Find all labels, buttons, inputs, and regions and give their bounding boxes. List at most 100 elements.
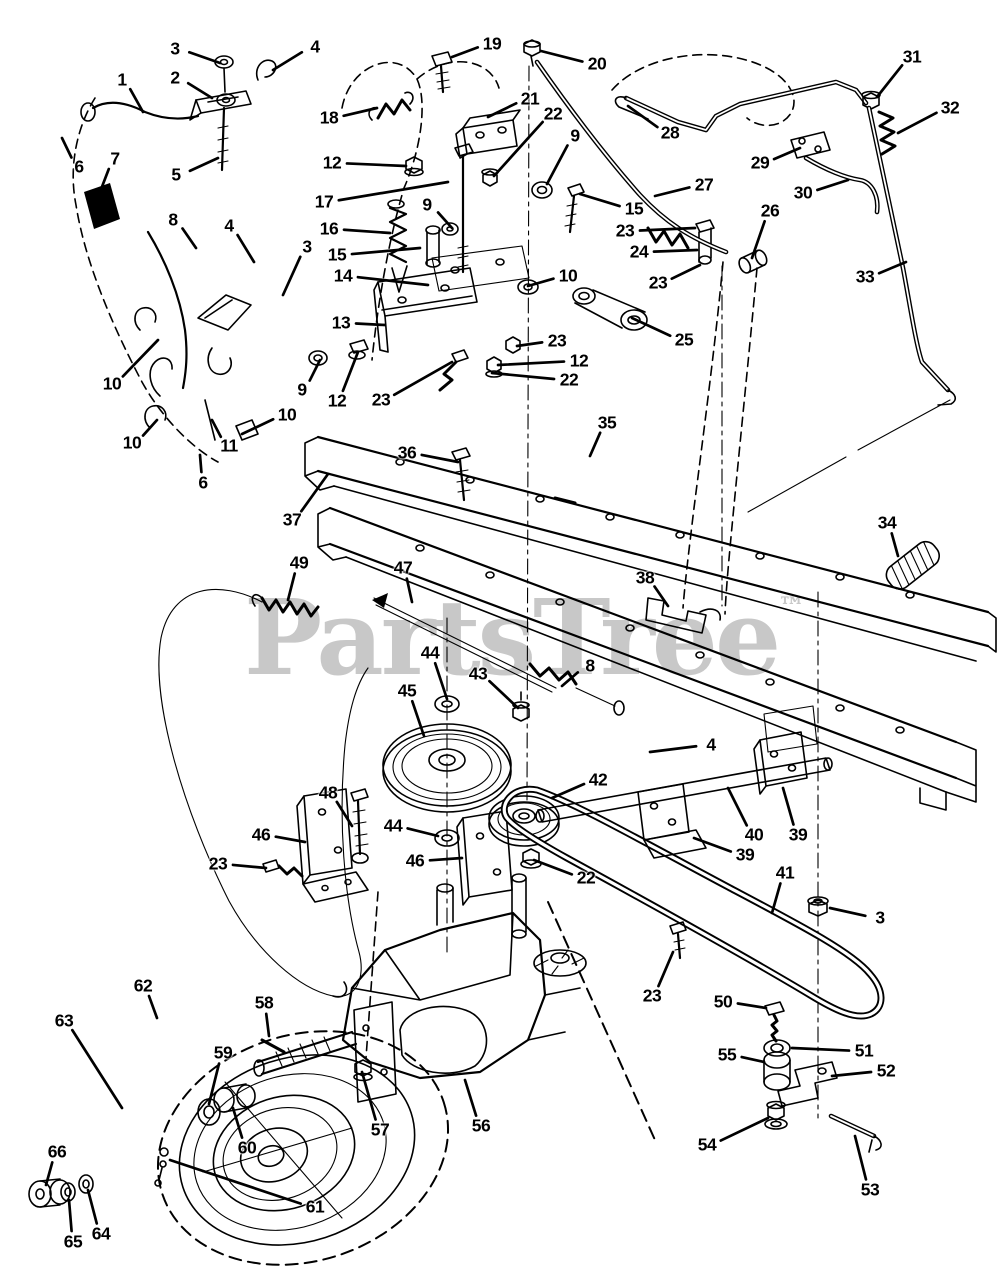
part-callout-47: 47 <box>393 557 413 578</box>
callout-leader-3 <box>281 255 302 297</box>
part-callout-9: 9 <box>422 194 432 215</box>
callout-leader-45 <box>410 699 426 738</box>
part-callout-10: 10 <box>102 373 122 394</box>
part-callout-23: 23 <box>371 389 391 410</box>
part-callout-4: 4 <box>224 215 234 236</box>
callout-leader-16 <box>342 228 392 235</box>
callout-leader-10 <box>141 418 159 437</box>
callout-leader-43 <box>488 679 520 710</box>
callout-leader-23 <box>657 950 675 988</box>
callout-leader-3 <box>187 50 222 65</box>
part-callout-4: 4 <box>706 734 716 755</box>
callout-leader-4 <box>236 233 256 264</box>
part-callout-41: 41 <box>775 862 795 883</box>
callout-leader-35 <box>588 431 602 458</box>
callout-leader-15 <box>578 192 621 208</box>
callout-leader-4 <box>271 50 304 72</box>
part-callout-8: 8 <box>585 655 595 676</box>
part-callout-59: 59 <box>213 1042 233 1063</box>
part-callout-58: 58 <box>254 992 274 1013</box>
part-callout-10: 10 <box>558 265 578 286</box>
part-callout-3: 3 <box>875 907 885 928</box>
part-callout-25: 25 <box>674 329 694 350</box>
part-callout-28: 28 <box>660 122 680 143</box>
callout-leader-9 <box>308 358 322 382</box>
frame-rails <box>304 435 997 811</box>
callout-leader-66 <box>44 1161 54 1187</box>
callout-leader-38 <box>653 585 670 608</box>
callout-leader-44 <box>433 661 449 701</box>
callout-leader-41 <box>770 882 782 915</box>
callout-leader-23 <box>515 341 544 348</box>
callout-leader-14 <box>356 275 430 287</box>
callout-leader-27 <box>653 186 691 198</box>
transaxle <box>253 873 587 1103</box>
part-callout-61: 61 <box>305 1196 325 1217</box>
part-callout-14: 14 <box>333 265 353 286</box>
part-callout-18: 18 <box>319 107 339 128</box>
callout-leader-18 <box>342 106 379 118</box>
part-callout-23: 23 <box>615 220 635 241</box>
part-callout-37: 37 <box>282 509 302 530</box>
part-callout-7: 7 <box>110 148 120 169</box>
part-callout-23: 23 <box>547 330 567 351</box>
part-callout-6: 6 <box>198 472 208 493</box>
part-callout-32: 32 <box>940 97 960 118</box>
part-callout-11: 11 <box>220 435 238 456</box>
part-callout-30: 30 <box>793 182 813 203</box>
part-callout-9: 9 <box>570 125 580 146</box>
callout-leader-8 <box>560 671 580 688</box>
callout-leader-22 <box>490 371 556 381</box>
centerlines <box>446 65 819 1119</box>
callout-leader-3 <box>828 906 867 918</box>
part-callout-22: 22 <box>543 103 563 124</box>
callout-leader-60 <box>231 1106 244 1139</box>
callout-leader-5 <box>188 156 220 173</box>
part-callout-29: 29 <box>750 152 770 173</box>
part-callout-15: 15 <box>327 244 347 265</box>
part-callout-63: 63 <box>54 1010 74 1031</box>
callout-leader-22 <box>492 120 545 178</box>
callout-leader-61 <box>168 1158 303 1205</box>
callout-leader-46 <box>274 835 307 844</box>
callout-leader-17 <box>337 180 450 202</box>
part-callout-57: 57 <box>370 1119 390 1140</box>
callout-leader-40 <box>726 786 749 827</box>
callout-leader-9 <box>545 144 569 186</box>
pulleys-belt <box>262 691 885 1020</box>
callout-leader-26 <box>750 219 766 260</box>
callout-leader-6 <box>198 453 203 474</box>
callout-leader-28 <box>626 104 659 129</box>
callout-leader-23 <box>231 863 268 870</box>
part-callout-60: 60 <box>237 1137 257 1158</box>
part-callout-17: 17 <box>314 191 334 212</box>
callout-leader-62 <box>147 994 159 1020</box>
callout-leader-46 <box>428 856 464 862</box>
part-callout-26: 26 <box>760 200 780 221</box>
part-callout-12: 12 <box>322 152 342 173</box>
callout-leader-65 <box>67 1198 73 1233</box>
part-callout-64: 64 <box>91 1223 111 1244</box>
callout-leader-25 <box>630 316 672 338</box>
part-callout-19: 19 <box>482 33 502 54</box>
callout-leader-23 <box>638 226 697 232</box>
callout-leader-36 <box>420 453 460 464</box>
callout-leader-50 <box>736 1002 768 1010</box>
part-callout-34: 34 <box>877 512 897 533</box>
part-callout-3: 3 <box>302 236 312 257</box>
part-callout-9: 9 <box>297 379 307 400</box>
callout-leader-4 <box>648 744 698 754</box>
part-callout-31: 31 <box>902 46 922 67</box>
callout-leader-31 <box>875 63 904 99</box>
callout-leader-7 <box>98 167 111 194</box>
part-callout-4: 4 <box>310 36 320 57</box>
callout-leader-6 <box>60 136 73 159</box>
callout-leader-39 <box>781 786 795 826</box>
callout-leader-10 <box>526 277 555 288</box>
callout-leader-12 <box>341 350 360 393</box>
part-callout-44: 44 <box>420 642 440 663</box>
callout-leader-11 <box>210 418 223 439</box>
callout-leader-23 <box>670 263 702 281</box>
callout-leader-8 <box>181 227 198 250</box>
